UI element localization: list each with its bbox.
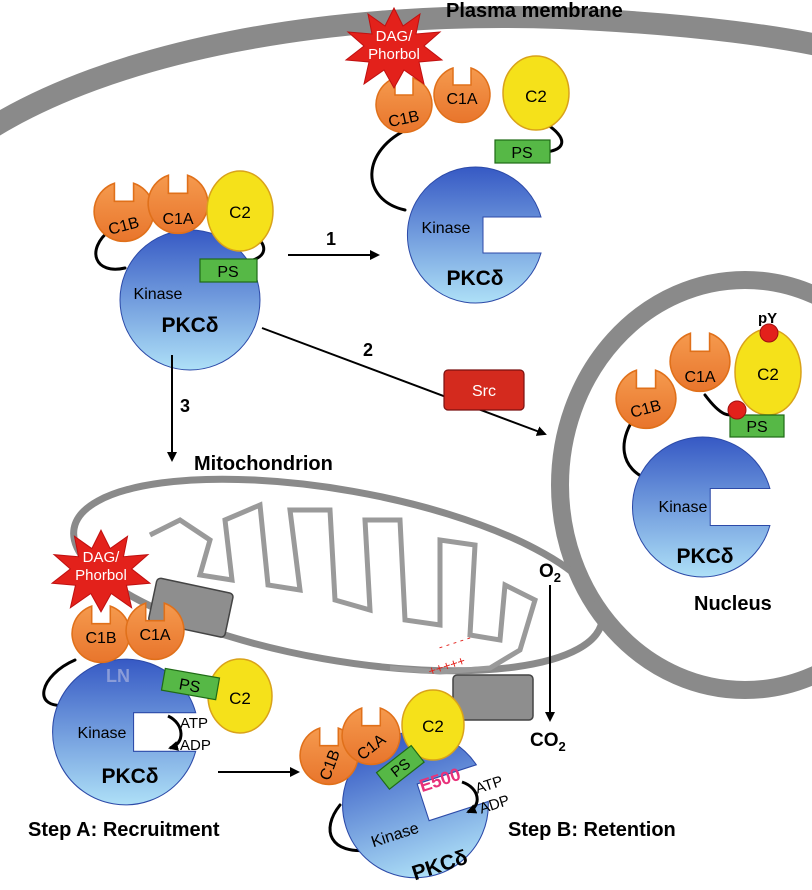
c2-domain [502,55,570,131]
phorbol-label: Phorbol [368,46,420,63]
step-a-label: Step A: Recruitment [28,819,220,841]
negative-charges: - - - - - [437,630,473,654]
nucleus-envelope [551,271,812,699]
c2-domain [206,170,274,252]
src-box [443,369,525,411]
plasma-membrane [0,6,812,136]
atp-label: ATP [180,715,208,732]
phorbol-label: Phorbol [75,567,127,584]
src-label: Src [472,383,496,400]
pkc-name: PKCδ [161,314,218,337]
kinase-label: Kinase [78,725,127,742]
c1b-label: C1B [85,630,116,647]
path-2-label: 2 [363,340,373,360]
ln-label: LN [106,666,130,686]
atp-adp-arrow [167,714,183,751]
step-b-label: Step B: Retention [508,819,676,841]
c2-label: C2 [525,87,547,106]
pkc-name: PKCδ [101,765,158,788]
pkc-step-a: DAG/ Phorbol C1B C1A C2 PS LN Kinase ATP… [42,529,273,806]
c2-label: C2 [229,203,251,222]
ps-box [375,744,425,791]
mito-anchor-b [452,674,534,721]
path-1-label: 1 [326,229,336,249]
phospho-linker-dot [727,400,747,420]
co2-label: CO2 [530,730,566,754]
c2-label: C2 [757,365,779,384]
dag-label: DAG/ [376,28,414,45]
mitochondrion-label: Mitochondrion [194,453,333,475]
pkc-nucleus: pY C1B C1A C2 PS Kinase PKCδ [615,310,802,578]
ps-label: PS [746,419,767,436]
ps-box [729,414,785,438]
o2-label: O2 [539,561,561,585]
ps-label: PS [178,676,202,696]
dag-label: DAG/ [83,549,121,566]
plasma-membrane-label: Plasma membrane [446,0,623,22]
kinase-label: Kinase [659,499,708,516]
ps-box [160,667,221,701]
c2-label: C2 [229,689,251,708]
c1a-label: C1A [139,627,170,644]
adp-label: ADP [180,737,211,754]
c1a-label: C1A [446,91,477,108]
c1b-domain [615,369,677,430]
atp-adp-arrow [461,780,479,814]
pkc-cytosol: C1B C1A C2 PS Kinase PKCδ [93,170,274,371]
c1a-label: C1A [162,211,193,228]
mitochondrion [70,475,606,675]
c2-domain [401,689,465,761]
pkc-name: PKCδ [676,545,733,568]
pkc-name: PKCδ [446,267,503,290]
py-label: pY [758,310,777,327]
arrow-path-2 [261,327,547,436]
kinase-label: Kinase [422,220,471,237]
path-3-label: 3 [180,396,190,416]
pkc-membrane: DAG/ Phorbol C1B C1A C2 PS Kinase PKCδ [345,7,570,304]
ps-label: PS [217,264,238,281]
ps-label: PS [511,145,532,162]
phospho-tyrosine-dot [759,323,779,343]
c1a-label: C1A [684,369,715,386]
ps-box [494,139,551,164]
ps-box [199,258,258,283]
c2-label: C2 [422,717,444,736]
nucleus-label: Nucleus [694,593,772,615]
kinase-label: Kinase [134,286,183,303]
pkc-step-b: C1B C1A C2 PS E500 ATP ADP Kinase PKCδ [299,674,534,890]
c1b-label: C1B [387,108,421,131]
